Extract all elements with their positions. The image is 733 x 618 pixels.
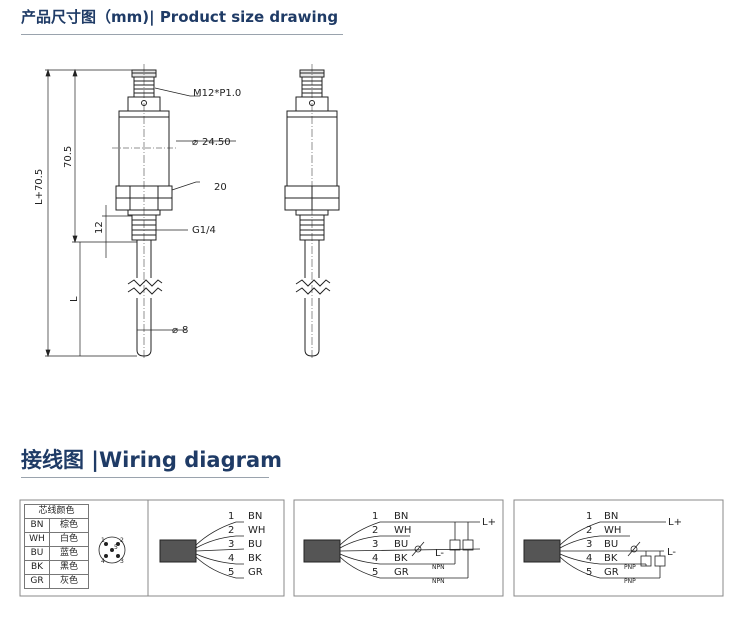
- cable-icon: [523, 539, 561, 563]
- probe-diameter-label: 8: [182, 325, 188, 336]
- svg-text:BN: BN: [248, 511, 262, 522]
- npn-label: NPN: [432, 564, 445, 571]
- wiring-panel-pnp: [513, 499, 724, 597]
- svg-text:4: 4: [586, 553, 592, 564]
- thread-label: M12*P1.0: [193, 88, 241, 99]
- svg-text:2: 2: [586, 525, 592, 536]
- svg-text:1: 1: [101, 537, 105, 544]
- svg-text:GR: GR: [604, 567, 619, 578]
- svg-text:GR: GR: [394, 567, 409, 578]
- wire-color-table-header: 芯线颜色: [24, 504, 89, 519]
- svg-text:2: 2: [372, 525, 378, 536]
- diameter-symbol: ⌀: [172, 325, 178, 336]
- svg-text:5: 5: [372, 567, 378, 578]
- cable-icon: [303, 539, 341, 563]
- wiring-section-title: 接线图 |Wiring diagram: [21, 448, 283, 472]
- svg-text:BU: BU: [604, 539, 618, 550]
- svg-text:3: 3: [372, 539, 378, 550]
- svg-text:2: 2: [120, 537, 124, 544]
- sensor-side-view: [284, 64, 340, 360]
- svg-text:3: 3: [586, 539, 592, 550]
- body-length-label: 70.5: [63, 146, 74, 168]
- pin-labels-pnp: 1 BN 2 WH 3 BU 4 BK 5 GR L+ L- PNP PNP: [586, 511, 682, 585]
- pnp-label: PNP: [624, 564, 636, 571]
- svg-text:WH: WH: [394, 525, 411, 536]
- svg-text:4: 4: [228, 553, 234, 564]
- process-thread-label: G1/4: [192, 225, 216, 236]
- cable-icon: [159, 539, 197, 563]
- wires-panel-1: [195, 521, 245, 579]
- svg-text:4: 4: [372, 553, 378, 564]
- wiring-panel-1: [19, 499, 285, 597]
- svg-text:1: 1: [586, 511, 592, 522]
- wiring-panel-npn: [293, 499, 504, 597]
- svg-text:BU: BU: [394, 539, 408, 550]
- pin-labels-panel-1: 1 BN 2 WH 3 BU 4 BK 5 GR: [228, 511, 265, 578]
- dimension-labels: M12*P1.0 ⌀ 24.50 20 G1/4 ⌀ 8 L+70.5 70.5…: [34, 88, 241, 336]
- body-diameter-label: 24.50: [202, 137, 231, 148]
- svg-text:5: 5: [114, 544, 118, 551]
- svg-text:1: 1: [228, 511, 234, 522]
- pnp-label: PNP: [624, 578, 636, 585]
- svg-text:3: 3: [120, 558, 124, 565]
- l-minus-label: L-: [435, 548, 444, 559]
- svg-text:5: 5: [586, 567, 592, 578]
- svg-text:1: 1: [372, 511, 378, 522]
- svg-text:GR: GR: [248, 567, 263, 578]
- npn-label: NPN: [432, 578, 445, 585]
- title-underline: [21, 34, 343, 35]
- svg-text:WH: WH: [604, 525, 621, 536]
- svg-text:BK: BK: [604, 553, 618, 564]
- dimensions-section-title: 产品尺寸图（mm)| Product size drawing: [21, 8, 339, 26]
- svg-text:BN: BN: [394, 511, 408, 522]
- l-plus-label: L+: [668, 517, 682, 528]
- svg-text:BK: BK: [248, 553, 262, 564]
- connector-face-icon: [98, 536, 126, 564]
- svg-text:BK: BK: [394, 553, 408, 564]
- total-length-label: L+70.5: [34, 169, 45, 205]
- l-plus-label: L+: [482, 517, 496, 528]
- dimension-lines: [45, 68, 236, 358]
- svg-text:BN: BN: [604, 511, 618, 522]
- svg-text:5: 5: [228, 567, 234, 578]
- thread-length-label: 12: [94, 221, 105, 234]
- svg-text:2: 2: [228, 525, 234, 536]
- l-minus-label: L-: [667, 547, 676, 558]
- svg-text:4: 4: [101, 558, 105, 565]
- wires-panel-npn: [339, 521, 481, 579]
- svg-text:WH: WH: [248, 525, 265, 536]
- wrench-size-label: 20: [214, 182, 227, 193]
- wires-panel-pnp: [559, 521, 666, 579]
- title-underline: [21, 477, 269, 478]
- svg-text:3: 3: [228, 539, 234, 550]
- connector-pin-labels: 1 2 3 4 5: [101, 537, 124, 565]
- diameter-symbol: ⌀: [192, 137, 198, 148]
- pin-labels-npn: 1 BN 2 WH 3 BU 4 BK 5 GR L+ L- NPN NPN: [372, 511, 496, 585]
- probe-length-label: L: [69, 296, 80, 302]
- sensor-front-view: [112, 64, 176, 360]
- svg-text:BU: BU: [248, 539, 262, 550]
